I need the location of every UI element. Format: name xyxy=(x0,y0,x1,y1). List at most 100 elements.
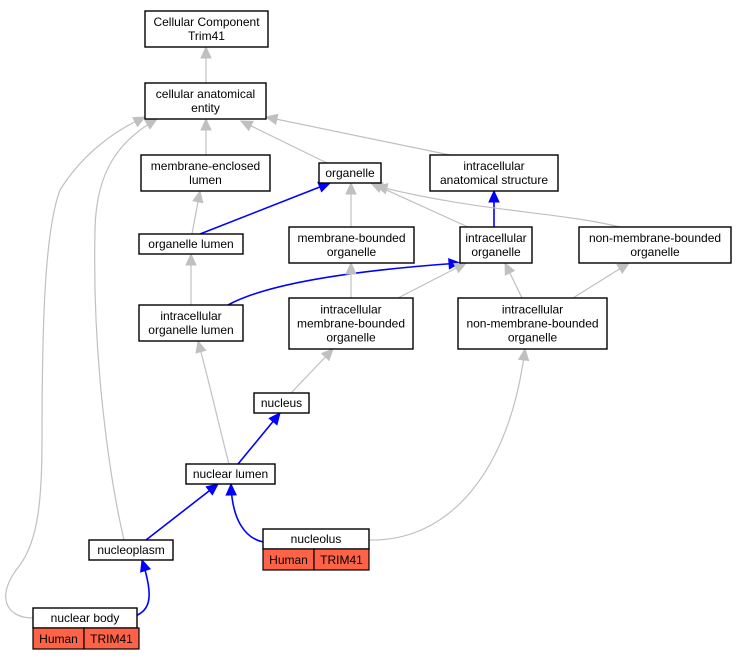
arrowhead-icon xyxy=(320,348,334,362)
arrowhead-icon xyxy=(616,262,631,274)
node-orglum[interactable]: organelle lumen xyxy=(138,233,244,255)
arrowhead-icon xyxy=(345,261,357,275)
node-box xyxy=(185,463,276,485)
node-label: nucleus xyxy=(261,396,302,410)
node-box xyxy=(138,304,244,342)
node-label: nucleoplasm xyxy=(97,543,164,557)
node-label: cellular anatomical xyxy=(156,87,255,101)
node-label: intracellular xyxy=(320,303,381,317)
arrowhead-icon xyxy=(517,347,530,362)
node-label: nucleolus xyxy=(291,532,342,546)
annotation-species: Human xyxy=(269,553,308,567)
edge-nucleus-imbo xyxy=(290,348,334,394)
node-label: organelle xyxy=(326,331,376,345)
arrowhead-icon xyxy=(453,262,468,274)
edge-orglum-mel xyxy=(191,189,204,235)
node-box xyxy=(429,154,559,192)
node-box xyxy=(288,226,415,264)
arrowhead-icon xyxy=(132,116,147,128)
node-box xyxy=(144,10,269,48)
node-label: organelle lumen xyxy=(148,237,233,251)
node-label: intracellular xyxy=(463,159,524,173)
node-label: membrane-bounded xyxy=(297,317,405,331)
arrowhead-icon xyxy=(200,45,212,59)
edge-nlum-iol xyxy=(195,339,230,465)
node-box xyxy=(288,297,414,350)
edge-nbody-cae xyxy=(5,116,147,619)
node-label: organelle xyxy=(630,245,680,259)
node-label: intracellular xyxy=(160,309,221,323)
edge-mbo-org xyxy=(345,181,357,227)
node-label: organelle xyxy=(508,331,558,345)
node-label: organelle xyxy=(471,245,521,259)
arrowhead-icon xyxy=(192,189,204,204)
edge-mel-cae xyxy=(200,117,212,155)
node-box xyxy=(578,226,732,264)
edge-imbo-io xyxy=(397,262,468,299)
arrowhead-icon xyxy=(195,339,207,354)
edge-ias-cae xyxy=(264,113,451,156)
node-inmbo[interactable]: intracellularnon-membrane-boundedorganel… xyxy=(457,297,608,350)
node-box xyxy=(318,162,382,184)
arrowhead-icon xyxy=(140,558,152,573)
node-label: intracellular xyxy=(502,303,563,317)
annotation-cell xyxy=(83,627,140,650)
node-label: Cellular Component xyxy=(153,15,260,29)
annotation-cell xyxy=(313,548,370,571)
node-label: membrane-enclosed xyxy=(151,159,260,173)
edge-nmbo-org xyxy=(374,183,621,228)
annotation-gene: TRIM41 xyxy=(90,632,133,646)
arrowhead-icon xyxy=(268,412,281,426)
node-label: organelle xyxy=(325,166,375,180)
arrowhead-icon xyxy=(144,118,159,130)
node-label: entity xyxy=(191,101,220,115)
node-box xyxy=(140,154,271,192)
node-box xyxy=(253,392,310,414)
arrowhead-icon xyxy=(200,117,212,131)
arrowhead-icon xyxy=(504,261,516,276)
arrowhead-icon xyxy=(264,113,279,126)
node-box xyxy=(138,233,244,255)
node-label: non-membrane-bounded xyxy=(466,317,598,331)
arrowhead-icon xyxy=(225,482,237,496)
node-box xyxy=(459,226,533,264)
edge-nucleoplasm-nlum xyxy=(145,483,219,541)
node-label: organelle lumen xyxy=(148,323,233,337)
node-label: intracellular xyxy=(465,231,526,245)
edge-nucleolus-inmbo xyxy=(368,347,530,541)
node-box xyxy=(88,539,174,561)
edge-io-ias xyxy=(488,189,500,227)
node-nucleus[interactable]: nucleus xyxy=(253,392,310,414)
node-nucleoplasm[interactable]: nucleoplasm xyxy=(88,539,174,561)
node-label: non-membrane-bounded xyxy=(589,231,721,245)
edge-inmbo-nmbo xyxy=(572,262,631,299)
node-label: Trim41 xyxy=(188,29,225,43)
node-nlum[interactable]: nuclear lumen xyxy=(185,463,276,485)
edge-imbo-mbo xyxy=(345,261,357,298)
arrowhead-icon xyxy=(374,183,389,195)
node-box xyxy=(144,82,267,120)
edges xyxy=(5,45,631,619)
node-label: nuclear body xyxy=(51,611,120,625)
edge-org-cae xyxy=(239,120,328,164)
node-org[interactable]: organelle xyxy=(318,162,382,184)
arrowhead-icon xyxy=(345,181,357,195)
node-label: nuclear lumen xyxy=(193,467,268,481)
arrowhead-icon xyxy=(488,189,500,203)
arrowhead-icon xyxy=(239,120,254,132)
node-label: lumen xyxy=(189,173,222,187)
node-label: anatomical structure xyxy=(440,173,548,187)
